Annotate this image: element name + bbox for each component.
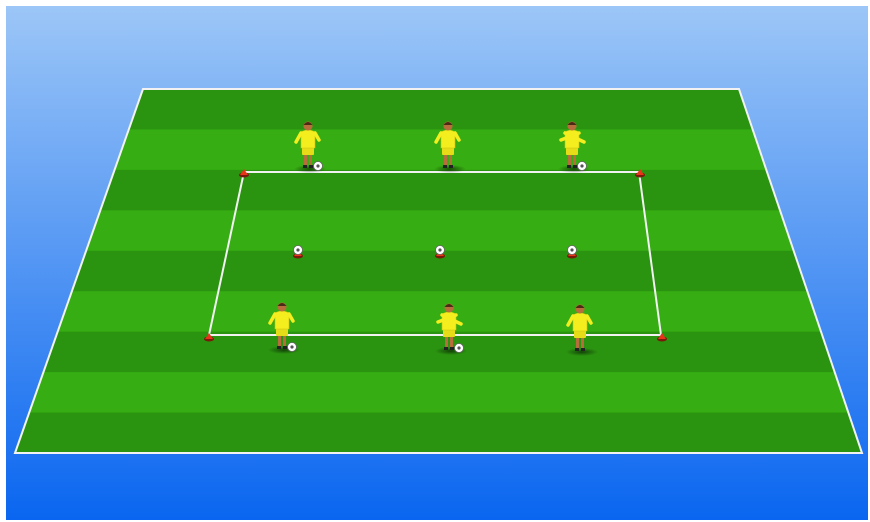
ball <box>288 343 297 352</box>
ball <box>578 162 587 171</box>
grass-stripe <box>6 210 868 251</box>
drill-diagram <box>6 6 868 520</box>
ball <box>436 246 445 255</box>
ball <box>294 246 303 255</box>
grass-stripe <box>6 413 868 454</box>
grass-stripe <box>6 291 868 332</box>
ball <box>314 162 323 171</box>
pitch <box>6 89 868 454</box>
grass-stripe <box>6 372 868 413</box>
ball <box>568 246 577 255</box>
grass-stripe <box>6 170 868 211</box>
drill-scene <box>6 6 868 520</box>
ball <box>455 344 464 353</box>
grass-stripe <box>6 129 868 170</box>
